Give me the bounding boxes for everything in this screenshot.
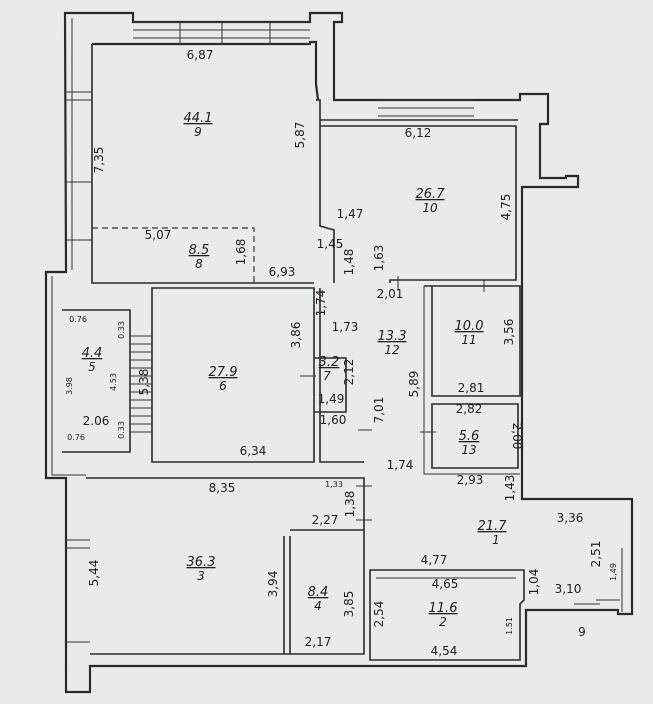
dim-label: 5,89 — [407, 371, 421, 398]
dim-label: 2,51 — [589, 541, 603, 568]
dim-label: 5,38 — [137, 369, 151, 396]
room-number-8: 8 — [195, 257, 203, 271]
room-area-5: 4.4 — [82, 346, 103, 361]
dim-label: 2,01 — [377, 287, 404, 301]
dim-label: 3.98 — [65, 377, 74, 395]
dim-label: 1,73 — [332, 320, 359, 334]
dim-label: 1,74 — [387, 458, 414, 472]
room-number-11: 11 — [461, 333, 476, 347]
dim-label: 1.51 — [505, 617, 514, 635]
dim-label: 2,27 — [312, 513, 339, 527]
dim-label: 2,17 — [305, 635, 332, 649]
dim-label: 4,77 — [421, 553, 448, 567]
dim-label: 2,12 — [342, 359, 356, 386]
room-area-10: 26.7 — [416, 187, 446, 202]
room-number-6: 6 — [219, 379, 227, 393]
dim-label: 4,65 — [432, 577, 459, 591]
dim-label: 4.53 — [109, 373, 118, 391]
room-area-4: 8.4 — [308, 585, 329, 600]
windows — [66, 21, 474, 643]
dim-label: 3,56 — [502, 319, 516, 346]
dim-label: 1,60 — [320, 413, 347, 427]
room-area-8: 8.5 — [189, 243, 210, 258]
room-number-5: 5 — [88, 360, 96, 374]
room-number-9: 9 — [194, 125, 202, 139]
dim-label: 7,35 — [92, 147, 106, 174]
room-labels: 44.1 9 26.7 10 8.5 8 4.4 5 27.9 6 3.2 7 … — [82, 111, 508, 629]
dim-label: 6,34 — [240, 444, 267, 458]
dim-label: 4,54 — [431, 644, 458, 658]
dim-label: 0.76 — [69, 315, 87, 324]
dim-label: 6,87 — [187, 48, 214, 62]
dim-label: 3,36 — [557, 511, 584, 525]
room-area-13: 5.6 — [459, 429, 480, 444]
room-number-1: 1 — [492, 533, 500, 547]
dim-label: 5,87 — [293, 122, 307, 149]
room-area-1: 21.7 — [478, 519, 508, 534]
dim-label: 1,63 — [372, 245, 386, 272]
room-area-6: 27.9 — [209, 365, 238, 380]
dim-label: 1,38 — [343, 491, 357, 518]
dim-label: 2,82 — [456, 402, 483, 416]
room-number-7: 7 — [323, 369, 331, 383]
room-area-2: 11.6 — [429, 601, 458, 616]
dim-label: 5,44 — [87, 560, 101, 587]
dim-label: 2,81 — [458, 381, 485, 395]
dim-label: 2.06 — [83, 414, 110, 428]
dim-label: 3,10 — [555, 582, 582, 596]
dim-label: 2,00 — [510, 423, 524, 450]
dim-label: 2,93 — [457, 473, 484, 487]
dim-label: 4,75 — [499, 194, 513, 221]
dim-label: 8,35 — [209, 481, 236, 495]
room-number-2: 2 — [439, 615, 447, 629]
room-number-12: 12 — [384, 343, 399, 357]
room-area-3: 36.3 — [187, 555, 216, 570]
dim-label: 2,54 — [372, 601, 386, 628]
dimension-labels: 6,87 7,35 5,87 6,12 4,75 1,47 1,45 1,48 … — [65, 48, 618, 658]
dim-label: 6,12 — [405, 126, 432, 140]
dim-label: 0.76 — [67, 433, 85, 442]
room-area-12: 13.3 — [378, 329, 407, 344]
dim-label: 1,45 — [317, 237, 344, 251]
dim-label: 3,86 — [289, 322, 303, 349]
outer-walls — [44, 11, 634, 694]
dim-label: 1,74 — [314, 290, 328, 317]
room-number-13: 13 — [461, 443, 476, 457]
room-number-10: 10 — [422, 201, 438, 215]
dim-label: 0.33 — [117, 321, 126, 339]
interior-walls — [62, 44, 623, 661]
dim-label: 1,49 — [609, 563, 618, 581]
room-area-11: 10.0 — [455, 319, 484, 334]
dim-label: 1,68 — [234, 239, 248, 266]
room-area-7: 3.2 — [319, 355, 340, 370]
dim-label: 7,01 — [372, 397, 386, 424]
dim-label: 1,04 — [527, 569, 541, 596]
dim-label: 1,43 — [503, 475, 517, 502]
dim-label: 3,94 — [266, 571, 280, 598]
dim-label: 6,93 — [269, 265, 296, 279]
dim-label: 5,07 — [145, 228, 172, 242]
dim-label: 3,85 — [342, 591, 356, 618]
dim-label: 0.33 — [117, 421, 126, 439]
section-marker-9: 9 — [578, 625, 586, 639]
dim-label: 1,49 — [318, 392, 345, 406]
room-number-3: 3 — [197, 569, 205, 583]
dim-label: 1,47 — [337, 207, 364, 221]
room-number-4: 4 — [314, 599, 322, 613]
room-area-9: 44.1 — [184, 111, 213, 126]
dim-label: 1,33 — [325, 480, 343, 489]
dim-label: 1,48 — [342, 249, 356, 276]
